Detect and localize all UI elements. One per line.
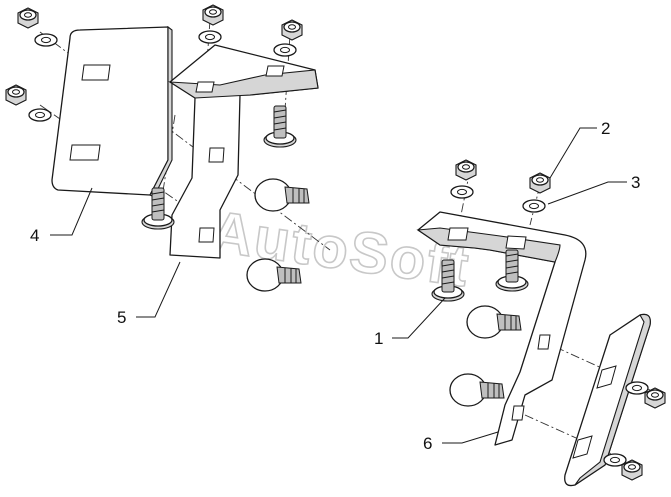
nut-icon bbox=[202, 4, 224, 26]
callout-label-3: 3 bbox=[631, 173, 640, 192]
nut-icon bbox=[644, 387, 666, 409]
callout-label-4: 4 bbox=[30, 226, 39, 245]
bent-bracket-part-6 bbox=[416, 211, 587, 446]
washer-icon bbox=[625, 381, 649, 395]
nut-icon bbox=[529, 172, 551, 194]
angle-bracket-part-5 bbox=[167, 44, 319, 259]
callout-4: 4 bbox=[30, 187, 93, 245]
flat-plate-part-4 bbox=[51, 25, 173, 198]
callout-3: 3 bbox=[547, 173, 640, 205]
callout-label-2: 2 bbox=[601, 119, 610, 138]
carriage-bolt-icon bbox=[466, 305, 522, 339]
callout-2: 2 bbox=[549, 119, 610, 179]
nut-icon bbox=[455, 159, 477, 181]
nut-icon bbox=[281, 19, 303, 41]
clamp-plate bbox=[564, 313, 651, 487]
callout-5: 5 bbox=[117, 261, 181, 327]
left-assembly bbox=[5, 4, 331, 292]
washer-icon bbox=[28, 108, 52, 122]
callout-label-1: 1 bbox=[374, 329, 383, 348]
nut-icon bbox=[621, 459, 643, 481]
washer-icon bbox=[273, 43, 297, 57]
nut-icon bbox=[17, 7, 39, 29]
washer-icon bbox=[450, 185, 474, 199]
right-assembly bbox=[416, 159, 666, 487]
washer-icon bbox=[522, 199, 546, 213]
watermark-text: AutoSoft bbox=[207, 199, 474, 300]
washer-icon bbox=[34, 33, 58, 47]
callout-6: 6 bbox=[423, 431, 499, 453]
washer-icon bbox=[198, 30, 222, 44]
nut-icon bbox=[5, 84, 27, 106]
bolt-icon bbox=[263, 105, 297, 148]
callout-label-6: 6 bbox=[423, 434, 432, 453]
callout-label-5: 5 bbox=[117, 308, 126, 327]
carriage-bolt-icon bbox=[254, 178, 310, 212]
callout-1: 1 bbox=[374, 297, 446, 348]
carriage-bolt-icon bbox=[449, 373, 505, 407]
